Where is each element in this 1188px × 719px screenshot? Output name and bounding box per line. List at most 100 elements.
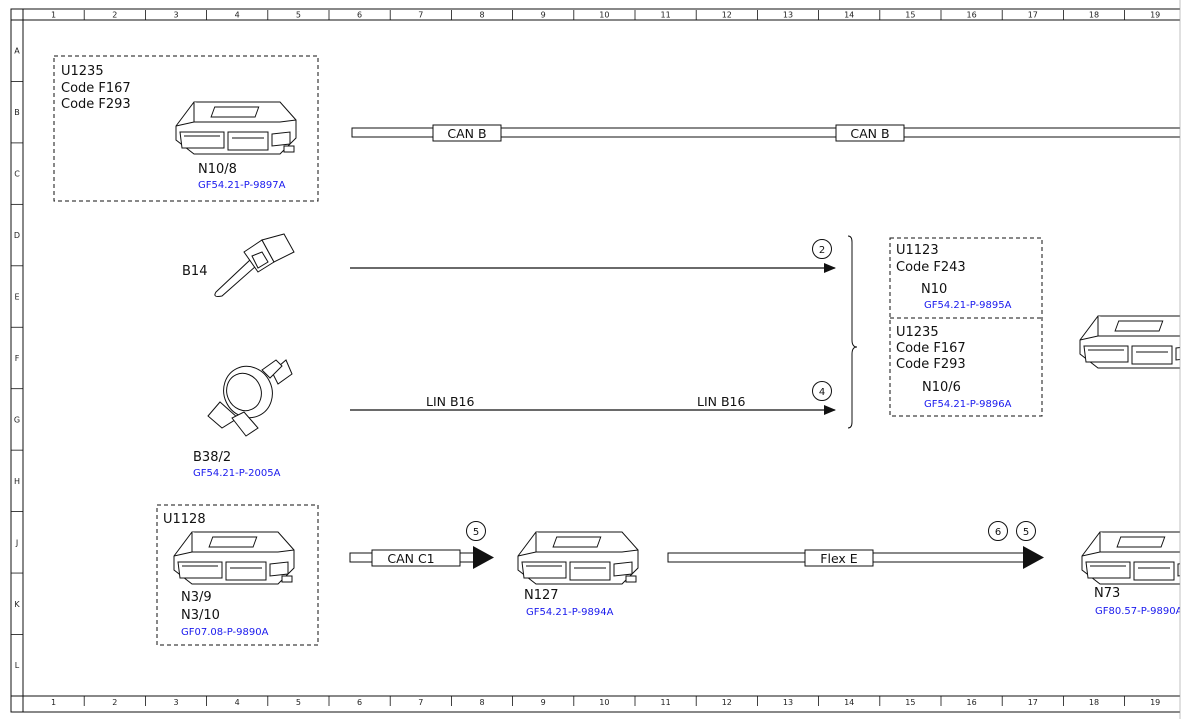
block-line-3: Code F293: [896, 357, 966, 372]
column-number: 15: [905, 11, 915, 20]
column-number: 13: [783, 698, 793, 707]
column-number: 6: [357, 698, 362, 707]
column-number: 8: [479, 698, 484, 707]
marker-number: 4: [819, 387, 825, 398]
bus-label: LIN B16: [697, 394, 746, 409]
column-number: 5: [296, 11, 301, 20]
bus-label: CAN B: [447, 126, 486, 141]
block-line-3: Code F293: [61, 97, 131, 112]
sensor-b14: B14: [182, 233, 295, 297]
row-letter: E: [14, 293, 19, 302]
column-number: 10: [599, 698, 609, 707]
block-line-2: Code F243: [896, 260, 966, 275]
bus-label: CAN B: [850, 126, 889, 141]
column-number: 12: [722, 11, 732, 20]
block-line-2: Code F167: [896, 341, 966, 356]
column-number: 17: [1028, 698, 1038, 707]
block-u1128-n3: U1128 N3/9 N3/10 GF07.08-P-9890A: [156, 504, 319, 646]
component-label: N127: [524, 588, 559, 603]
ecu-module-icon: [1081, 531, 1188, 585]
block-u1123-n10: U1123 Code F243 N10 GF54.21-P-9895A U123…: [889, 237, 1043, 417]
block-line-1: U1123: [896, 243, 939, 258]
reference-link[interactable]: GF54.21-P-9895A: [924, 300, 1012, 311]
component-label: N73: [1094, 586, 1120, 601]
device-label: N10/8: [198, 162, 237, 177]
column-number: 15: [905, 698, 915, 707]
row-letter: A: [14, 47, 20, 56]
row-letter: L: [15, 661, 20, 670]
reference-link[interactable]: GF54.21-P-9894A: [526, 607, 614, 618]
column-number: 3: [173, 698, 178, 707]
flex-e-bus: Flex E 6 5: [667, 521, 1044, 569]
grouping-brace: [847, 235, 858, 429]
column-number: 10: [599, 11, 609, 20]
marker-number: 2: [819, 245, 825, 256]
row-letter: B: [14, 108, 20, 117]
reference-link[interactable]: GF80.57-P-9890A: [1095, 606, 1183, 617]
row-letter: K: [14, 600, 20, 609]
column-number: 7: [418, 698, 423, 707]
column-number: 3: [173, 11, 178, 20]
block-u1235-n10-8: U1235 Code F167 Code F293 N10/8 GF54.21-…: [53, 55, 319, 202]
device-label: N3/10: [181, 608, 220, 623]
rain-light-sensor-icon: [207, 359, 293, 437]
ecu-module-icon: [1079, 315, 1188, 369]
column-number: 8: [479, 11, 484, 20]
marker-number: 6: [995, 527, 1001, 538]
column-number: 19: [1150, 11, 1160, 20]
reference-link[interactable]: GF54.21-P-9896A: [924, 399, 1012, 410]
b14-signal-line: 2: [350, 239, 836, 273]
column-number: 11: [661, 11, 671, 20]
can-b-bus: CAN B CAN B: [351, 124, 1188, 142]
reference-link[interactable]: GF07.08-P-9890A: [181, 627, 269, 638]
reference-link[interactable]: GF54.21-P-2005A: [193, 468, 281, 479]
column-number: 6: [357, 11, 362, 20]
row-letter: F: [15, 354, 20, 363]
row-letter: D: [14, 231, 20, 240]
ecu-module-icon: [173, 531, 295, 585]
bus-label: CAN C1: [387, 551, 434, 566]
module-n127: N127 GF54.21-P-9894A: [517, 531, 639, 618]
column-number: 14: [844, 11, 854, 20]
column-number: 2: [112, 698, 117, 707]
bus-label: Flex E: [820, 551, 858, 566]
column-number: 7: [418, 11, 423, 20]
ecu-module-icon: [517, 531, 639, 585]
can-c1-bus: CAN C1 5: [349, 521, 494, 569]
row-letter: H: [14, 477, 20, 486]
component-label: B38/2: [193, 450, 231, 465]
column-number: 13: [783, 11, 793, 20]
column-number: 5: [296, 698, 301, 707]
column-number: 1: [51, 11, 56, 20]
block-line-2: Code F167: [61, 81, 131, 96]
module-n73: N73 GF80.57-P-9890A: [1081, 531, 1188, 617]
row-letter: C: [14, 170, 20, 179]
column-number: 4: [235, 698, 240, 707]
lin-b16-line: LIN B16 LIN B16 4: [350, 381, 836, 415]
marker-number: 5: [473, 527, 479, 538]
column-number: 11: [661, 698, 671, 707]
row-letter: G: [14, 415, 20, 424]
row-ruler-left: A B C D E F G H J K L: [11, 47, 23, 697]
column-number: 16: [967, 11, 977, 20]
column-number: 14: [844, 698, 854, 707]
column-number: 12: [722, 698, 732, 707]
column-number: 18: [1089, 11, 1099, 20]
block-line-1: U1235: [61, 64, 104, 79]
column-number: 19: [1150, 698, 1160, 707]
device-label: N3/9: [181, 590, 212, 605]
device-label: N10: [921, 282, 947, 297]
column-number: 4: [235, 11, 240, 20]
column-number: 16: [967, 698, 977, 707]
block-line-1: U1235: [896, 325, 939, 340]
bus-label: LIN B16: [426, 394, 475, 409]
row-letter: J: [15, 538, 18, 547]
column-number: 17: [1028, 11, 1038, 20]
column-number: 2: [112, 11, 117, 20]
column-number: 9: [541, 11, 546, 20]
reference-link[interactable]: GF54.21-P-9897A: [198, 180, 286, 191]
device-label: N10/6: [922, 380, 961, 395]
